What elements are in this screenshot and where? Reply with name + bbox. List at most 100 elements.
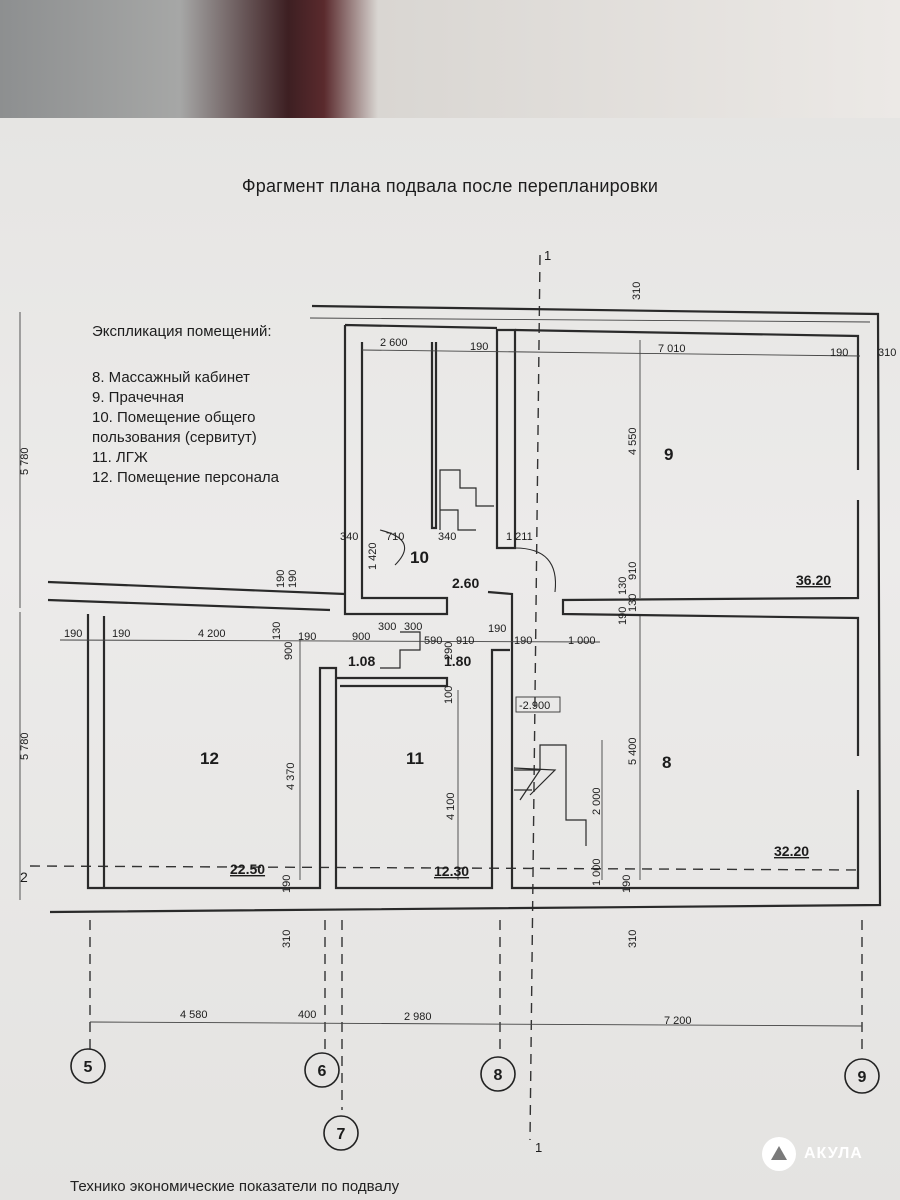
legend-item: 8. Массажный кабинет [92, 369, 250, 386]
outer-wall [49, 304, 882, 914]
shark-icon [762, 1137, 796, 1171]
legend-heading: Экспликация помещений: [92, 323, 272, 340]
dim-900: 900 [283, 642, 295, 660]
dim-190: 190 [281, 875, 293, 893]
corridor-wall [47, 580, 346, 612]
axis-markers: 5 6 7 8 9 1 1 2 [20, 248, 880, 1155]
dim-1000: 1 000 [568, 635, 596, 647]
legend-item: 10. Помещение общего [92, 409, 256, 426]
dim-5780: 5 780 [19, 447, 31, 475]
level-mark-box [515, 696, 561, 713]
room-9-wall [514, 328, 860, 470]
dim-190: 190 [621, 875, 633, 893]
legend-item: 9. Прачечная [92, 389, 185, 406]
dim-310: 310 [281, 930, 293, 948]
dim-4550: 4 550 [627, 427, 639, 455]
dim-910: 910 [456, 635, 474, 647]
axis-bubble-5 [70, 1048, 106, 1084]
stair-top [439, 469, 494, 531]
footer-text: Технико экономические показатели по подв… [70, 1178, 400, 1195]
section-label-1-top: 1 [544, 248, 551, 263]
dimension-lines [19, 312, 871, 1027]
dim-190: 190 [830, 347, 848, 359]
doors [379, 529, 557, 593]
legend-item: пользования (сервитут) [92, 429, 257, 446]
dim-190: 190 [488, 623, 506, 635]
legend-item: 11. ЛГЖ [92, 449, 148, 466]
stair-wall [495, 328, 517, 550]
dim-4200: 4 200 [198, 628, 226, 640]
dim-2600: 2 600 [380, 337, 408, 349]
level-mark: -2.900 [515, 696, 561, 713]
dimension-texts: 310 2 600 190 7 010 190 310 5 780 5 780 … [19, 282, 896, 1027]
dim-100: 100 [443, 686, 455, 704]
room-area-small: 1.08 [348, 653, 375, 669]
room-number-8: 8 [662, 753, 671, 772]
dim-290: 290 [443, 642, 455, 660]
walls [47, 304, 882, 914]
dim-190: 190 [514, 635, 532, 647]
section-label-1-bottom: 1 [535, 1140, 542, 1155]
axis-label-9: 9 [858, 1069, 867, 1086]
axis-bubble-6 [304, 1052, 340, 1088]
dim-300: 300 [404, 621, 422, 633]
dim-1420: 1 420 [367, 542, 379, 570]
axis-bubble-7 [323, 1115, 359, 1151]
axis-label-6: 6 [318, 1063, 327, 1080]
room-area-small: 1.80 [444, 653, 471, 669]
door-arc [514, 547, 557, 593]
stair-bottom [513, 744, 587, 846]
section-line-1 [529, 254, 541, 1141]
dim-2000: 2 000 [591, 787, 603, 815]
axis-label-5: 5 [84, 1059, 93, 1076]
room-area-9: 36.20 [796, 572, 831, 588]
axis-lines [29, 254, 863, 1141]
dim-130: 130 [617, 577, 629, 595]
room-labels: 9 36.20 8 32.20 12 22.50 11 12.30 10 2.6… [200, 445, 831, 879]
room-number-11: 11 [406, 749, 424, 768]
dim-190: 190 [287, 570, 299, 588]
dim-310: 310 [627, 930, 639, 948]
plan-title: Фрагмент плана подвала после перепланиро… [241, 176, 659, 196]
room-number-12: 12 [200, 749, 219, 768]
legend: Экспликация помещений: 8. Массажный каби… [92, 322, 279, 488]
dim-340: 340 [438, 531, 456, 543]
rooms-11-12-walls [86, 614, 510, 890]
room-area-11: 12.30 [434, 863, 469, 879]
dim-4580: 4 580 [180, 1009, 208, 1021]
axis-label-7: 7 [337, 1126, 346, 1143]
axis-bubble-8 [480, 1056, 516, 1092]
dim-2980: 2 980 [404, 1011, 432, 1023]
dim-710: 710 [386, 531, 404, 543]
brand-logo: АКУЛА [762, 1137, 863, 1171]
room-10-wall [343, 323, 498, 616]
room-number-9: 9 [664, 445, 673, 464]
room-11-top-wall [336, 676, 449, 688]
paper-sheet [0, 118, 900, 1200]
dim-900: 900 [352, 631, 370, 643]
dim-7010: 7 010 [658, 343, 686, 355]
dim-4370: 4 370 [285, 762, 297, 790]
dim-340: 340 [340, 531, 358, 543]
dim-1211: 1 211 [506, 531, 533, 543]
dim-190: 190 [298, 631, 316, 643]
room-area-8: 32.20 [774, 843, 809, 859]
room-8-wall [487, 590, 860, 890]
axis-label-8: 8 [494, 1067, 503, 1084]
dim-590: 590 [424, 635, 442, 647]
section-label-2: 2 [20, 869, 28, 885]
dim-190: 190 [275, 570, 287, 588]
section-line-2 [29, 865, 861, 871]
dim-1000: 1 000 [591, 858, 603, 886]
dim-190: 190 [112, 628, 130, 640]
room-8-9-wall [561, 500, 860, 756]
level-mark-text: -2.900 [519, 700, 550, 712]
room-number-10: 10 [410, 548, 429, 567]
axis-bubble-9 [844, 1058, 880, 1094]
dim-310: 310 [878, 347, 896, 359]
dim-5400: 5 400 [627, 737, 639, 765]
partition-wall [430, 342, 438, 530]
door-arc [379, 529, 406, 566]
stairs [380, 469, 587, 846]
